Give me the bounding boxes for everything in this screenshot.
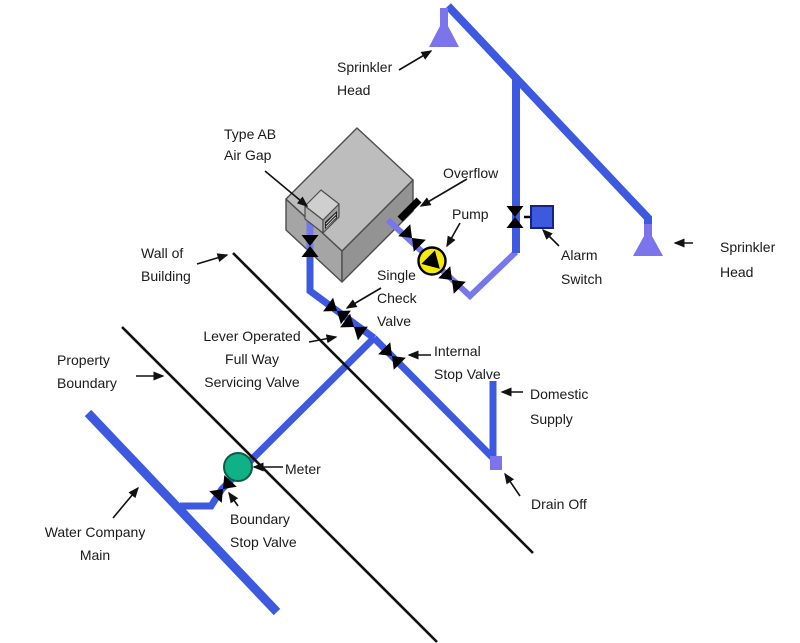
- leader-alarm: [541, 228, 560, 247]
- label-boundary-stop-valve: Boundary Stop Valve: [230, 511, 297, 550]
- label-meter: Meter: [285, 461, 321, 477]
- leader-arrows: [112, 50, 693, 519]
- label-property-boundary: Property Boundary: [57, 352, 117, 391]
- label-alarm-switch: Alarm Switch: [561, 247, 603, 287]
- leader-pump: [446, 222, 461, 248]
- label-sprinkler-head-left: Sprinkler Head: [337, 59, 393, 98]
- label-sprinkler-head-right: Sprinkler Head: [720, 239, 776, 280]
- leader-water-main: [112, 486, 139, 519]
- pipe-water-company-main: [84, 409, 281, 616]
- meter-icon: [223, 452, 253, 482]
- overflow-icon: [397, 197, 422, 222]
- air-gap-box: [304, 189, 340, 234]
- leader-boundary-stop: [228, 491, 239, 507]
- property-boundary-line: [121, 326, 438, 643]
- sprinkler-head-icon-right: [633, 224, 663, 256]
- label-water-company-main: Water Company Main: [44, 524, 146, 563]
- label-drain-off: Drain Off: [531, 496, 587, 512]
- wall-of-building-line: [232, 252, 534, 554]
- drain-off-icon: [490, 456, 502, 470]
- sprinkler-head-icon-left: [429, 8, 459, 47]
- label-single-check-valve: Single Check Valve: [377, 267, 417, 329]
- label-pump: Pump: [452, 206, 489, 222]
- label-overflow: Overflow: [443, 165, 499, 181]
- label-type-ab-air-gap: Type AB Air Gap: [224, 126, 277, 163]
- leader-type-ab: [264, 170, 309, 207]
- leader-drain-off: [504, 472, 521, 497]
- valve-icon-alarm: [506, 206, 524, 228]
- leader-sprinkler-left: [398, 50, 433, 71]
- leader-lever: [308, 334, 338, 344]
- pump-icon: [417, 246, 447, 276]
- label-domestic-supply: Domestic Supply: [530, 386, 589, 427]
- label-internal-stop-valve: Internal Stop Valve: [434, 343, 501, 382]
- leader-wall: [196, 253, 229, 265]
- label-wall-of-building: Wall of Building: [141, 245, 191, 284]
- label-lever-operated-valve: Lever Operated Full Way Servicing Valve: [203, 328, 301, 390]
- leader-single-check: [345, 287, 382, 309]
- leader-overflow: [419, 178, 468, 207]
- pipe-to-tank: [306, 250, 377, 341]
- alarm-switch-icon: [524, 205, 554, 229]
